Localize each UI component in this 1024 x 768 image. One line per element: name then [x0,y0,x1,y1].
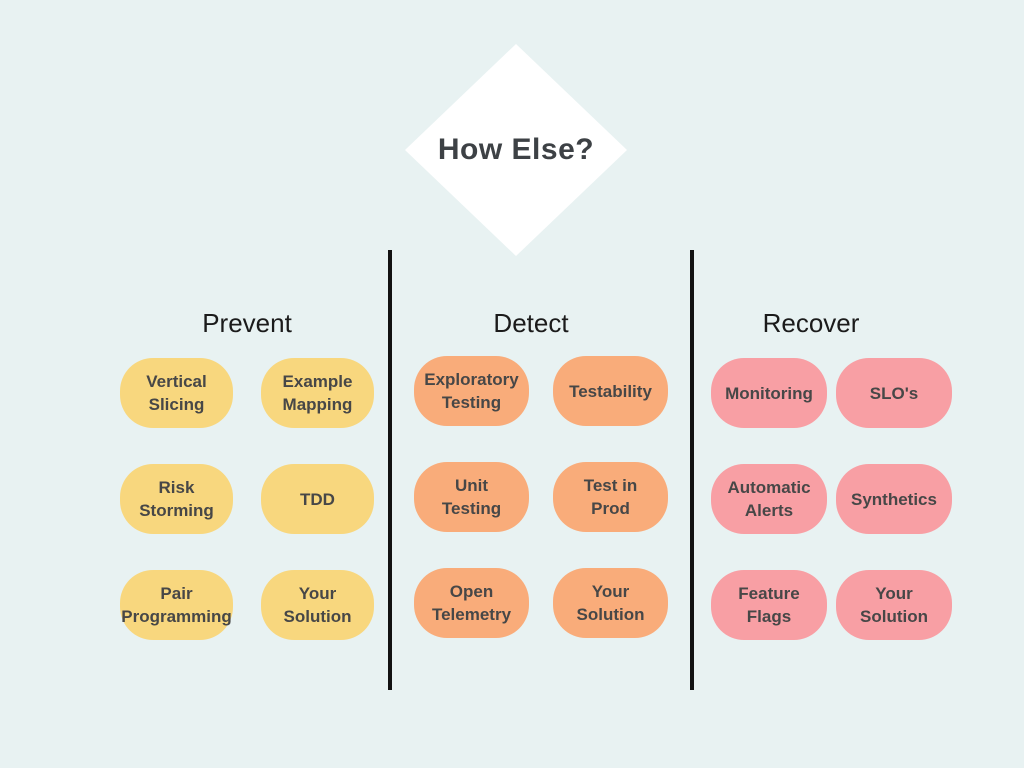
pill-pair-programming: Pair Programming [120,570,233,640]
divider-detect-recover [690,250,694,690]
pill-vertical-slicing: Vertical Slicing [120,358,233,428]
divider-prevent-detect [388,250,392,690]
pill-your-solution-recover: Your Solution [836,570,952,640]
prevent-pill-group: Vertical Slicing Example Mapping Risk St… [120,358,374,640]
pill-unit-testing: Unit Testing [414,462,529,532]
pill-tdd: TDD [261,464,374,534]
pill-synthetics: Synthetics [836,464,952,534]
pill-example-mapping: Example Mapping [261,358,374,428]
pill-slos: SLO's [836,358,952,428]
pill-feature-flags: Feature Flags [711,570,827,640]
pill-your-solution-prevent: Your Solution [261,570,374,640]
detect-pill-group: Exploratory Testing Testability Unit Tes… [414,356,668,638]
pill-open-telemetry: Open Telemetry [414,568,529,638]
page-title: How Else? [437,133,595,166]
pill-exploratory-testing: Exploratory Testing [414,356,529,426]
column-header-recover: Recover [762,308,860,338]
recover-pill-group: Monitoring SLO's Automatic Alerts Synthe… [711,358,952,640]
title-diamond: How Else? [405,44,627,256]
pill-risk-storming: Risk Storming [120,464,233,534]
column-header-detect: Detect [493,308,569,338]
column-header-prevent: Prevent [202,308,292,338]
pill-monitoring: Monitoring [711,358,827,428]
pill-testability: Testability [553,356,668,426]
pill-automatic-alerts: Automatic Alerts [711,464,827,534]
pill-test-in-prod: Test in Prod [553,462,668,532]
pill-your-solution-detect: Your Solution [553,568,668,638]
